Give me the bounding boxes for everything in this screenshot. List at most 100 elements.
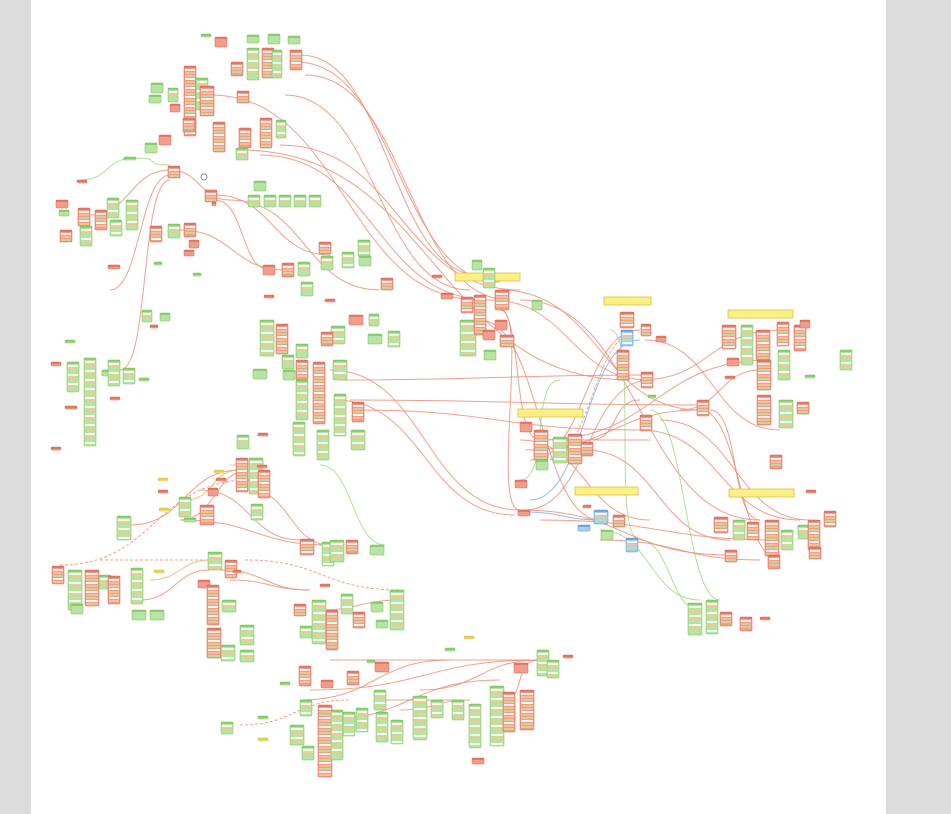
node-title-bar[interactable]: [52, 566, 64, 568]
graph-node[interactable]: [178, 496, 192, 518]
graph-node[interactable]: [451, 699, 465, 721]
node-title-bar[interactable]: [760, 617, 770, 619]
node-title-bar[interactable]: [67, 362, 79, 364]
graph-node[interactable]: [552, 436, 568, 464]
graph-node[interactable]: [320, 331, 334, 347]
node-title-bar[interactable]: [85, 570, 99, 572]
node-title-bar[interactable]: [369, 314, 379, 316]
node-title-bar[interactable]: [617, 350, 629, 352]
node-title-bar[interactable]: [150, 610, 164, 612]
graph-node[interactable]: [199, 85, 215, 117]
node-title-bar[interactable]: [168, 166, 180, 168]
node-title-bar[interactable]: [331, 326, 345, 328]
graph-node[interactable]: [494, 289, 510, 311]
graph-node[interactable]: [221, 599, 237, 613]
node-title-bar[interactable]: [248, 195, 260, 197]
node-title-bar[interactable]: [747, 522, 759, 524]
node-title-bar[interactable]: [805, 375, 815, 377]
node-title-bar[interactable]: [484, 350, 496, 352]
graph-node[interactable]: [79, 225, 93, 247]
graph-node[interactable]: [77, 207, 91, 227]
graph-node[interactable]: [342, 711, 356, 737]
graph-node[interactable]: [267, 33, 281, 45]
node-title-bar[interactable]: [359, 256, 371, 258]
graph-node[interactable]: [50, 361, 62, 367]
node-title-bar[interactable]: [806, 490, 816, 492]
node-title-bar[interactable]: [184, 66, 196, 68]
graph-node[interactable]: [499, 334, 515, 348]
graph-node[interactable]: [299, 699, 313, 717]
node-title-bar[interactable]: [495, 320, 507, 322]
graph-node[interactable]: [352, 611, 366, 629]
graph-node[interactable]: [295, 343, 309, 359]
graph-node[interactable]: [238, 127, 252, 149]
node-title-bar[interactable]: [390, 590, 404, 592]
node-title-bar[interactable]: [233, 570, 241, 572]
graph-node[interactable]: [562, 654, 574, 659]
graph-node[interactable]: [340, 593, 354, 615]
node-title-bar[interactable]: [145, 143, 157, 145]
graph-node[interactable]: [204, 189, 218, 203]
node-title-bar[interactable]: [317, 430, 329, 432]
node-title-bar[interactable]: [309, 195, 321, 197]
node-title-bar[interactable]: [452, 700, 464, 702]
graph-node[interactable]: [489, 685, 505, 747]
node-title-bar[interactable]: [520, 422, 532, 424]
graph-node[interactable]: [107, 575, 121, 605]
graph-node[interactable]: [713, 516, 729, 534]
graph-node[interactable]: [796, 401, 810, 415]
node-title-bar[interactable]: [563, 655, 573, 657]
node-title-bar[interactable]: [258, 716, 268, 718]
node-title-bar[interactable]: [258, 433, 268, 435]
graph-node[interactable]: [183, 222, 197, 238]
node-title-bar[interactable]: [262, 48, 274, 50]
node-title-bar[interactable]: [124, 157, 136, 159]
graph-node[interactable]: [316, 429, 330, 461]
graph-node[interactable]: [70, 603, 84, 615]
node-title-bar[interactable]: [300, 700, 312, 702]
node-title-bar[interactable]: [225, 560, 237, 562]
node-title-bar[interactable]: [237, 435, 249, 437]
node-title-bar[interactable]: [413, 696, 427, 698]
node-title-bar[interactable]: [640, 415, 652, 417]
node-title-bar[interactable]: [288, 36, 300, 38]
node-title-bar[interactable]: [483, 330, 495, 332]
graph-node[interactable]: [271, 49, 283, 79]
node-title-bar[interactable]: [237, 91, 249, 93]
graph-node[interactable]: [776, 321, 790, 347]
graph-node[interactable]: [252, 368, 268, 380]
graph-node[interactable]: [535, 459, 549, 471]
graph-node[interactable]: [807, 519, 821, 551]
node-title-bar[interactable]: [441, 293, 453, 295]
node-title-bar[interactable]: [184, 518, 196, 520]
node-title-bar[interactable]: [123, 368, 135, 370]
node-title-bar[interactable]: [621, 330, 633, 332]
graph-node[interactable]: [804, 374, 816, 379]
graph-node[interactable]: [459, 319, 477, 357]
node-title-bar[interactable]: [51, 447, 61, 449]
node-title-bar[interactable]: [353, 612, 365, 614]
graph-node[interactable]: [64, 405, 78, 410]
graph-node[interactable]: [281, 262, 295, 278]
graph-node[interactable]: [59, 229, 73, 243]
node-title-bar[interactable]: [60, 230, 72, 232]
graph-node[interactable]: [440, 292, 454, 300]
graph-node[interactable]: [183, 249, 195, 257]
graph-node[interactable]: [169, 103, 181, 113]
node-title-bar[interactable]: [213, 122, 225, 124]
graph-node[interactable]: [131, 609, 147, 621]
graph-node[interactable]: [655, 335, 667, 343]
graph-node[interactable]: [333, 393, 347, 437]
node-title-bar[interactable]: [51, 362, 61, 364]
node-title-bar[interactable]: [334, 394, 346, 396]
graph-node[interactable]: [759, 616, 771, 621]
node-title-bar[interactable]: [290, 50, 302, 52]
node-title-bar[interactable]: [725, 550, 737, 552]
node-title-bar[interactable]: [258, 738, 268, 740]
graph-node[interactable]: [167, 223, 181, 239]
node-title-bar[interactable]: [532, 300, 542, 302]
node-title-bar[interactable]: [240, 625, 254, 627]
node-title-bar[interactable]: [757, 395, 771, 397]
graph-node[interactable]: [153, 569, 165, 574]
graph-node[interactable]: [206, 584, 220, 626]
